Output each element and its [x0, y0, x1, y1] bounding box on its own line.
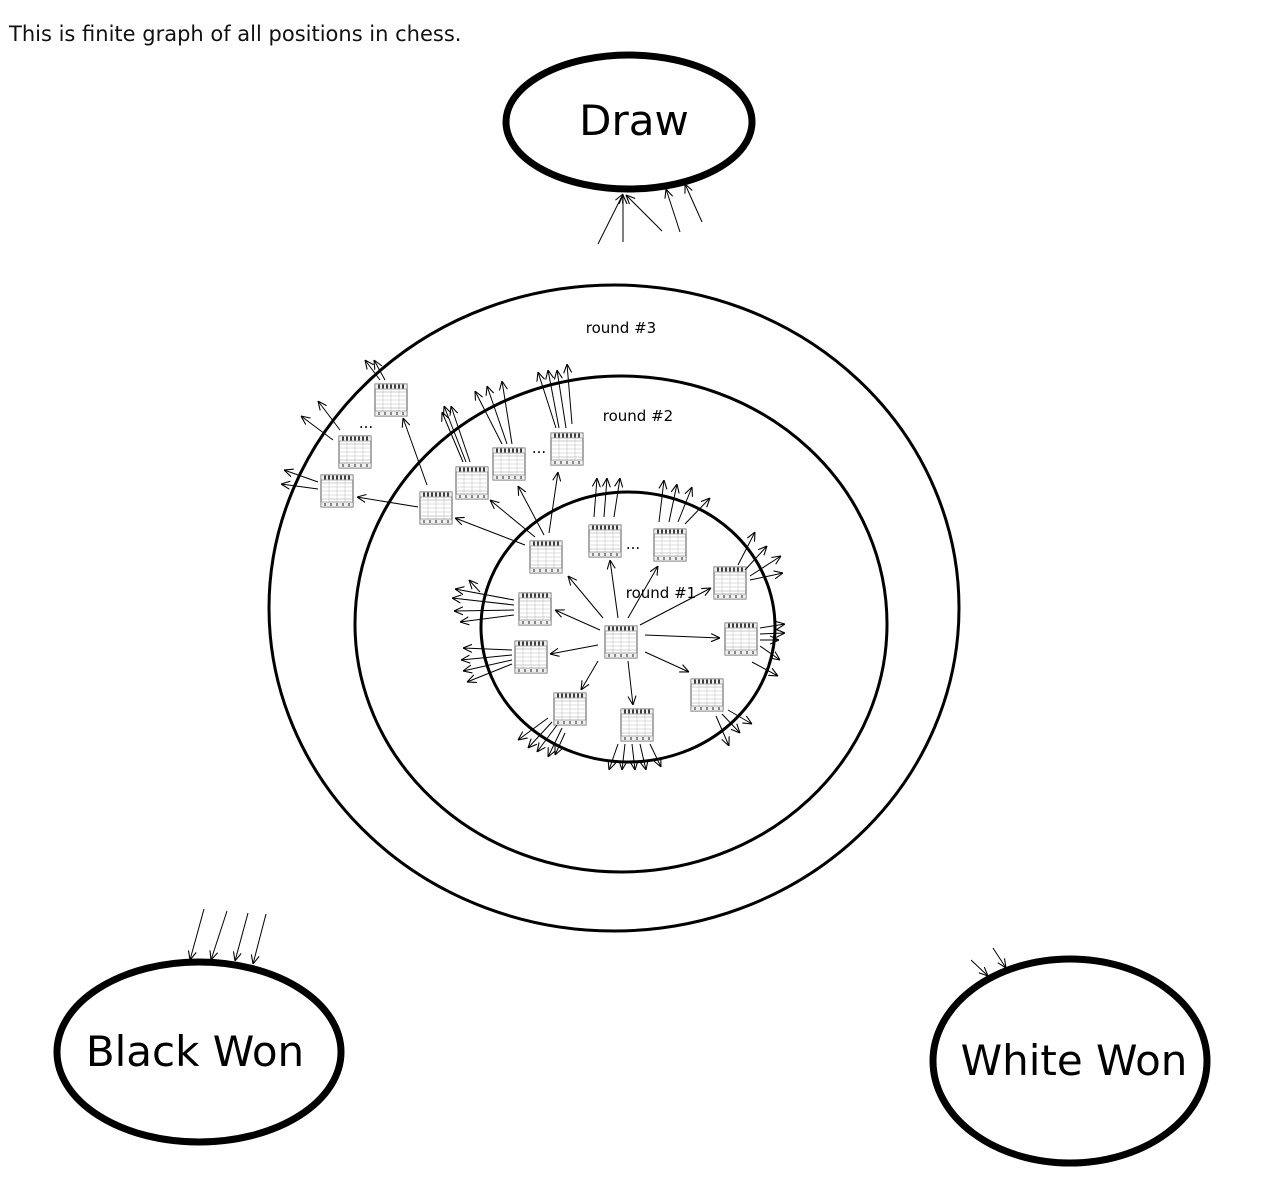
ring-label-round-1: round #1: [626, 584, 696, 602]
ellipsis-round-2: ...: [532, 439, 546, 457]
ring-round-1: [479, 490, 777, 764]
position-board: [553, 692, 587, 726]
position-board: [724, 622, 758, 656]
ring-label-round-3: round #3: [586, 319, 656, 337]
black-won-label: Black Won: [86, 1027, 304, 1076]
position-board: [455, 466, 489, 500]
position-board: [690, 678, 724, 712]
ellipsis-round-3: ...: [359, 414, 373, 432]
position-board-start: [604, 625, 638, 659]
position-boards: [320, 383, 758, 742]
position-board: [514, 640, 548, 674]
ring-label-round-2: round #2: [603, 407, 673, 425]
caption: This is finite graph of all positions in…: [9, 22, 462, 46]
position-board: [653, 528, 687, 562]
ellipsis-round-1: ...: [626, 535, 640, 553]
move-arrows: [190, 184, 1006, 976]
position-board: [492, 447, 526, 481]
position-board: [320, 474, 354, 508]
position-board: [338, 435, 372, 469]
position-board: [419, 491, 453, 525]
white-won-node: White Won: [929, 955, 1211, 1167]
position-board: [518, 592, 552, 626]
black-won-node: Black Won: [53, 958, 345, 1146]
position-board: [550, 432, 584, 466]
position-board: [374, 383, 408, 417]
position-board: [529, 540, 563, 574]
ring-round-3: [267, 283, 961, 933]
white-won-label: White Won: [961, 1036, 1188, 1085]
draw-label: Draw: [579, 96, 689, 145]
position-board: [620, 708, 654, 742]
position-board: [713, 566, 747, 600]
ring-round-2: [353, 374, 889, 874]
draw-node: Draw: [502, 51, 756, 193]
position-board: [588, 524, 622, 558]
